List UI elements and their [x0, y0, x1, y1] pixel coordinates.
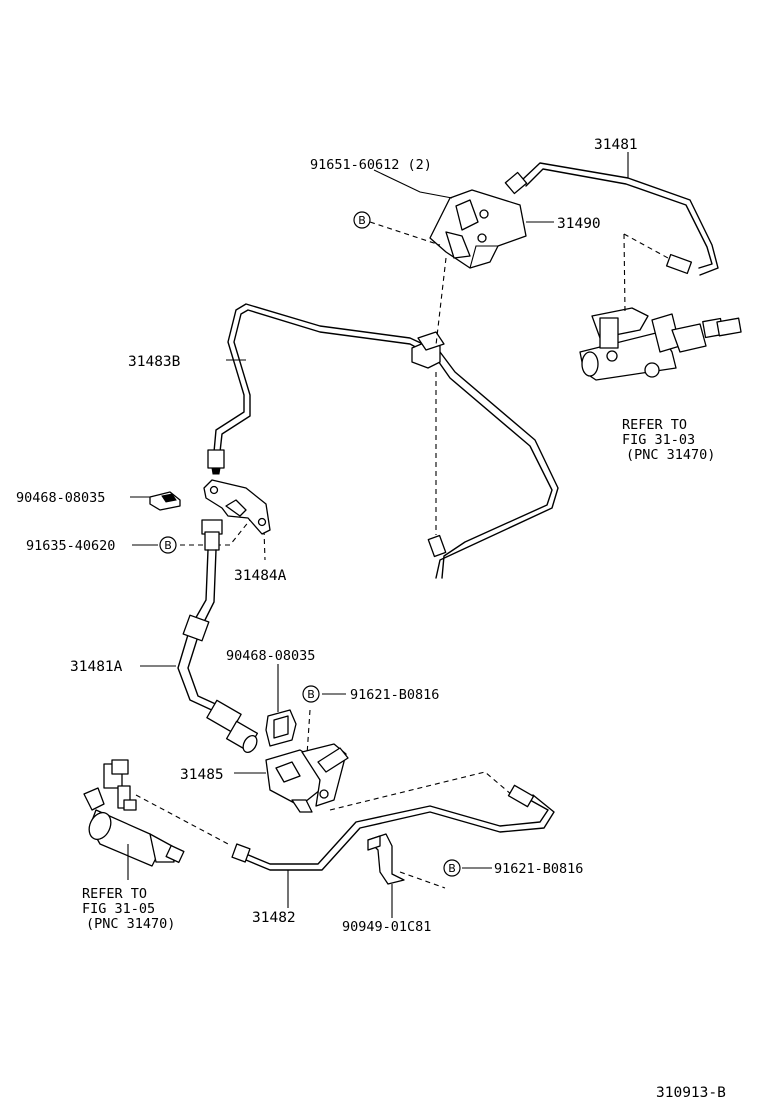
ref-left-line3: (PNC 31470)	[86, 916, 175, 932]
label-91621-B0816-upper: 91621-B0816	[350, 687, 439, 703]
bracket-31490[interactable]	[429, 189, 527, 269]
label-31481: 31481	[594, 137, 638, 153]
ref-right-line1: REFER TO	[622, 417, 687, 433]
pipe-31481[interactable]	[504, 162, 719, 276]
label-31482: 31482	[252, 910, 296, 926]
label-31481A: 31481A	[70, 659, 123, 675]
ref-note-left: REFER TO FIG 31-05 (PNC 31470)	[82, 886, 175, 932]
ref-note-right: REFER TO FIG 31-03 (PNC 31470)	[622, 417, 715, 463]
ref-right-line3: (PNC 31470)	[626, 447, 715, 463]
label-90949-01C81: 90949-01C81	[342, 919, 431, 935]
marker-b-1: B	[353, 211, 371, 229]
marker-b-4-text: B	[448, 862, 456, 875]
label-31484A: 31484A	[234, 568, 287, 584]
label-31483B: 31483B	[128, 354, 181, 370]
label-90468-08035-upper: 90468-08035	[16, 490, 105, 506]
label-31490: 31490	[557, 216, 601, 232]
clip-90468-lower[interactable]	[265, 709, 297, 747]
ref-right-line2: FIG 31-03	[622, 432, 695, 448]
clip-90949[interactable]	[367, 833, 405, 885]
marker-b-4: B	[443, 859, 461, 877]
label-90468-08035-lower: 90468-08035	[226, 648, 315, 664]
hose-31481A[interactable]	[177, 519, 260, 755]
release-cylinder	[83, 759, 185, 867]
master-cylinder	[579, 307, 742, 381]
marker-b-3-text: B	[307, 688, 315, 701]
label-91635-40620: 91635-40620	[26, 538, 115, 554]
label-91651-60612: 91651-60612 (2)	[310, 157, 432, 173]
bracket-31485[interactable]	[265, 743, 349, 813]
figure-id: 310913-B	[656, 1085, 726, 1101]
clip-90468-upper[interactable]	[149, 491, 181, 511]
marker-b-3: B	[302, 685, 320, 703]
marker-b-2-text: B	[164, 539, 172, 552]
pipe-31483B[interactable]	[207, 303, 559, 579]
pipe-31482[interactable]	[231, 784, 555, 871]
ref-left-line1: REFER TO	[82, 886, 147, 902]
marker-b-2: B	[159, 536, 177, 554]
marker-b-1-text: B	[358, 214, 366, 227]
bracket-31484A[interactable]	[203, 479, 271, 535]
label-31485: 31485	[180, 767, 224, 783]
ref-left-line2: FIG 31-05	[82, 901, 155, 917]
label-91621-B0816-lower: 91621-B0816	[494, 861, 583, 877]
guide-lines	[135, 221, 669, 889]
leader-lines	[127, 152, 629, 918]
